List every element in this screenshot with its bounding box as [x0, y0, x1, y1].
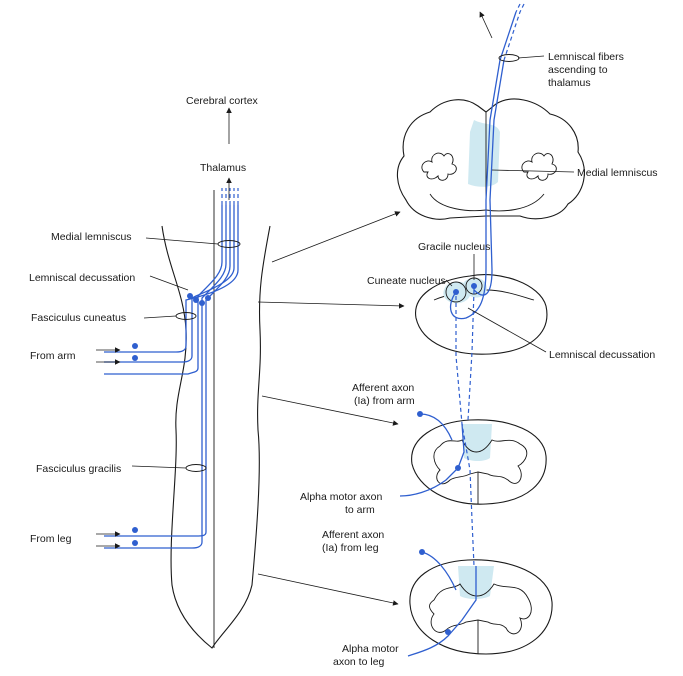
- label-cuneate-nucleus: Cuneate nucleus: [367, 275, 446, 287]
- label-fasciculus-gracilis: Fasciculus gracilis: [36, 463, 121, 475]
- label-medial-lemniscus-left: Medial lemniscus: [51, 231, 132, 243]
- section-lumbar-cord: [410, 560, 552, 654]
- label-lemniscal-fibers-1: Lemniscal fibers: [548, 51, 624, 63]
- label-lemniscal-fibers-3: thalamus: [548, 77, 591, 89]
- label-alpha-arm-2: to arm: [345, 504, 375, 516]
- section-cervical-cord: [412, 420, 547, 504]
- ring-lemniscal-fibers: [499, 55, 519, 62]
- label-afferent-arm-1: Afferent axon: [352, 382, 414, 394]
- neuraxis-outline: [162, 190, 270, 648]
- label-alpha-leg-1: Alpha motor: [342, 643, 399, 655]
- label-afferent-arm-2: (Ia) from arm: [354, 395, 415, 407]
- label-medial-lemniscus-right: Medial lemniscus: [577, 167, 658, 179]
- input-arrows: [96, 350, 120, 546]
- label-from-arm: From arm: [30, 350, 76, 362]
- label-afferent-leg-1: Afferent axon: [322, 529, 384, 541]
- label-lemniscal-fibers-2: ascending to: [548, 64, 608, 76]
- label-cerebral-cortex: Cerebral cortex: [186, 95, 259, 107]
- label-afferent-leg-2: (Ia) from leg: [322, 542, 379, 554]
- label-alpha-leg-2: axon to leg: [333, 656, 385, 668]
- label-thalamus: Thalamus: [200, 162, 246, 174]
- label-gracile-nucleus: Gracile nucleus: [418, 241, 490, 253]
- label-lemniscal-decussation-right: Lemniscal decussation: [549, 349, 655, 361]
- label-from-leg: From leg: [30, 533, 72, 545]
- label-lemniscal-decussation-left: Lemniscal decussation: [29, 272, 135, 284]
- label-alpha-arm-1: Alpha motor axon: [300, 491, 382, 503]
- label-fasciculus-cuneatus: Fasciculus cuneatus: [31, 312, 126, 324]
